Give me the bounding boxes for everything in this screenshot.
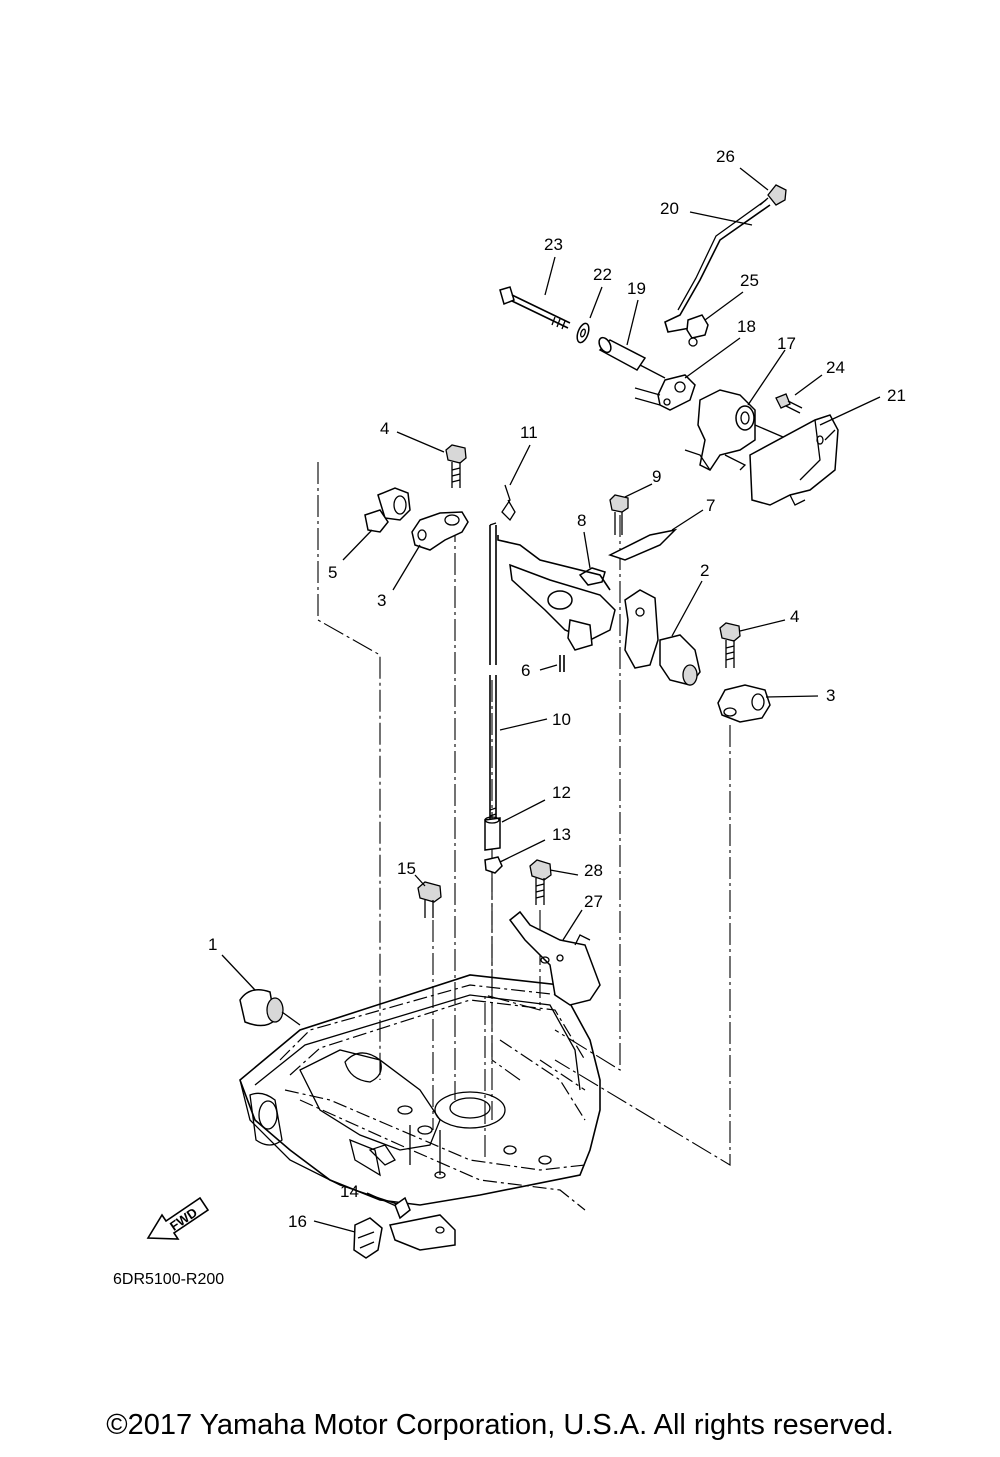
callout-3-upper: 3 <box>377 591 386 610</box>
callout-7: 7 <box>706 496 715 515</box>
callout-19: 19 <box>627 279 646 298</box>
part-25-holder <box>686 314 709 347</box>
part-2-shift-shaft <box>497 535 701 686</box>
bottom-cowling <box>239 974 601 1211</box>
callout-11: 11 <box>520 423 538 442</box>
part-12-spacer <box>484 816 501 851</box>
callout-1: 1 <box>208 935 217 954</box>
part-24-screw <box>775 393 803 414</box>
part-5-grommet <box>364 487 411 533</box>
callout-8: 8 <box>577 511 586 530</box>
part-7-plate <box>608 528 678 561</box>
callout-26: 26 <box>716 147 735 166</box>
part-16-clamp <box>353 1217 383 1259</box>
callout-3-lower: 3 <box>826 686 835 705</box>
callout-4-upper: 4 <box>380 419 389 438</box>
callout-4-lower: 4 <box>790 607 799 626</box>
diagram-code: 6DR5100-R200 <box>113 1271 224 1288</box>
part-4-bolt-lower <box>719 622 741 668</box>
callout-28: 28 <box>584 861 603 880</box>
part-22-washer <box>576 322 590 344</box>
part-23-bolt <box>499 286 571 330</box>
part-13-nut <box>484 856 503 874</box>
part-20-rod <box>664 199 771 333</box>
part-14-clip <box>389 1196 456 1251</box>
callout-27: 27 <box>584 892 603 911</box>
part-18-lever <box>634 374 696 411</box>
callout-23: 23 <box>544 235 563 254</box>
part-27-bracket <box>508 910 601 1006</box>
callout-25: 25 <box>740 271 759 290</box>
callout-12: 12 <box>552 783 571 802</box>
part-11-clip <box>501 484 516 522</box>
callout-21: 21 <box>887 386 906 405</box>
callout-20: 20 <box>660 199 679 218</box>
part-4-bolt-upper <box>445 444 467 488</box>
part-17-lever-assembly <box>684 389 791 471</box>
part-21-bracket <box>749 414 839 506</box>
part-3-bracket-lower <box>717 684 771 723</box>
part-1-grommet <box>239 989 301 1027</box>
part-6-pin <box>559 655 565 672</box>
callout-10: 10 <box>552 710 571 729</box>
part-9-bolt <box>609 494 629 535</box>
part-3-bracket-upper <box>411 511 469 551</box>
callouts: 26 20 23 22 19 25 18 17 24 21 4 11 9 7 8… <box>208 147 906 1231</box>
callout-9: 9 <box>652 467 661 486</box>
callout-6: 6 <box>521 661 530 680</box>
fwd-arrow-icon: FWD <box>146 1196 210 1240</box>
assembly-lines <box>317 462 731 1166</box>
copyright-notice: ©2017 Yamaha Motor Corporation, U.S.A. A… <box>106 1409 894 1441</box>
callout-18: 18 <box>737 317 756 336</box>
callout-14: 14 <box>340 1182 359 1201</box>
callout-13: 13 <box>552 825 571 844</box>
part-28-bolt <box>529 859 552 905</box>
part-15-bolt <box>417 881 442 918</box>
callout-2: 2 <box>700 561 709 580</box>
callout-15: 15 <box>397 859 416 878</box>
part-10-rod <box>489 522 497 835</box>
callout-16: 16 <box>288 1212 307 1231</box>
callout-17: 17 <box>777 334 796 353</box>
callout-22: 22 <box>593 265 612 284</box>
part-19-collar <box>598 336 666 379</box>
callout-24: 24 <box>826 358 845 377</box>
leader-lines <box>221 167 881 1233</box>
fwd-label: FWD <box>167 1205 200 1234</box>
callout-5: 5 <box>328 563 337 582</box>
